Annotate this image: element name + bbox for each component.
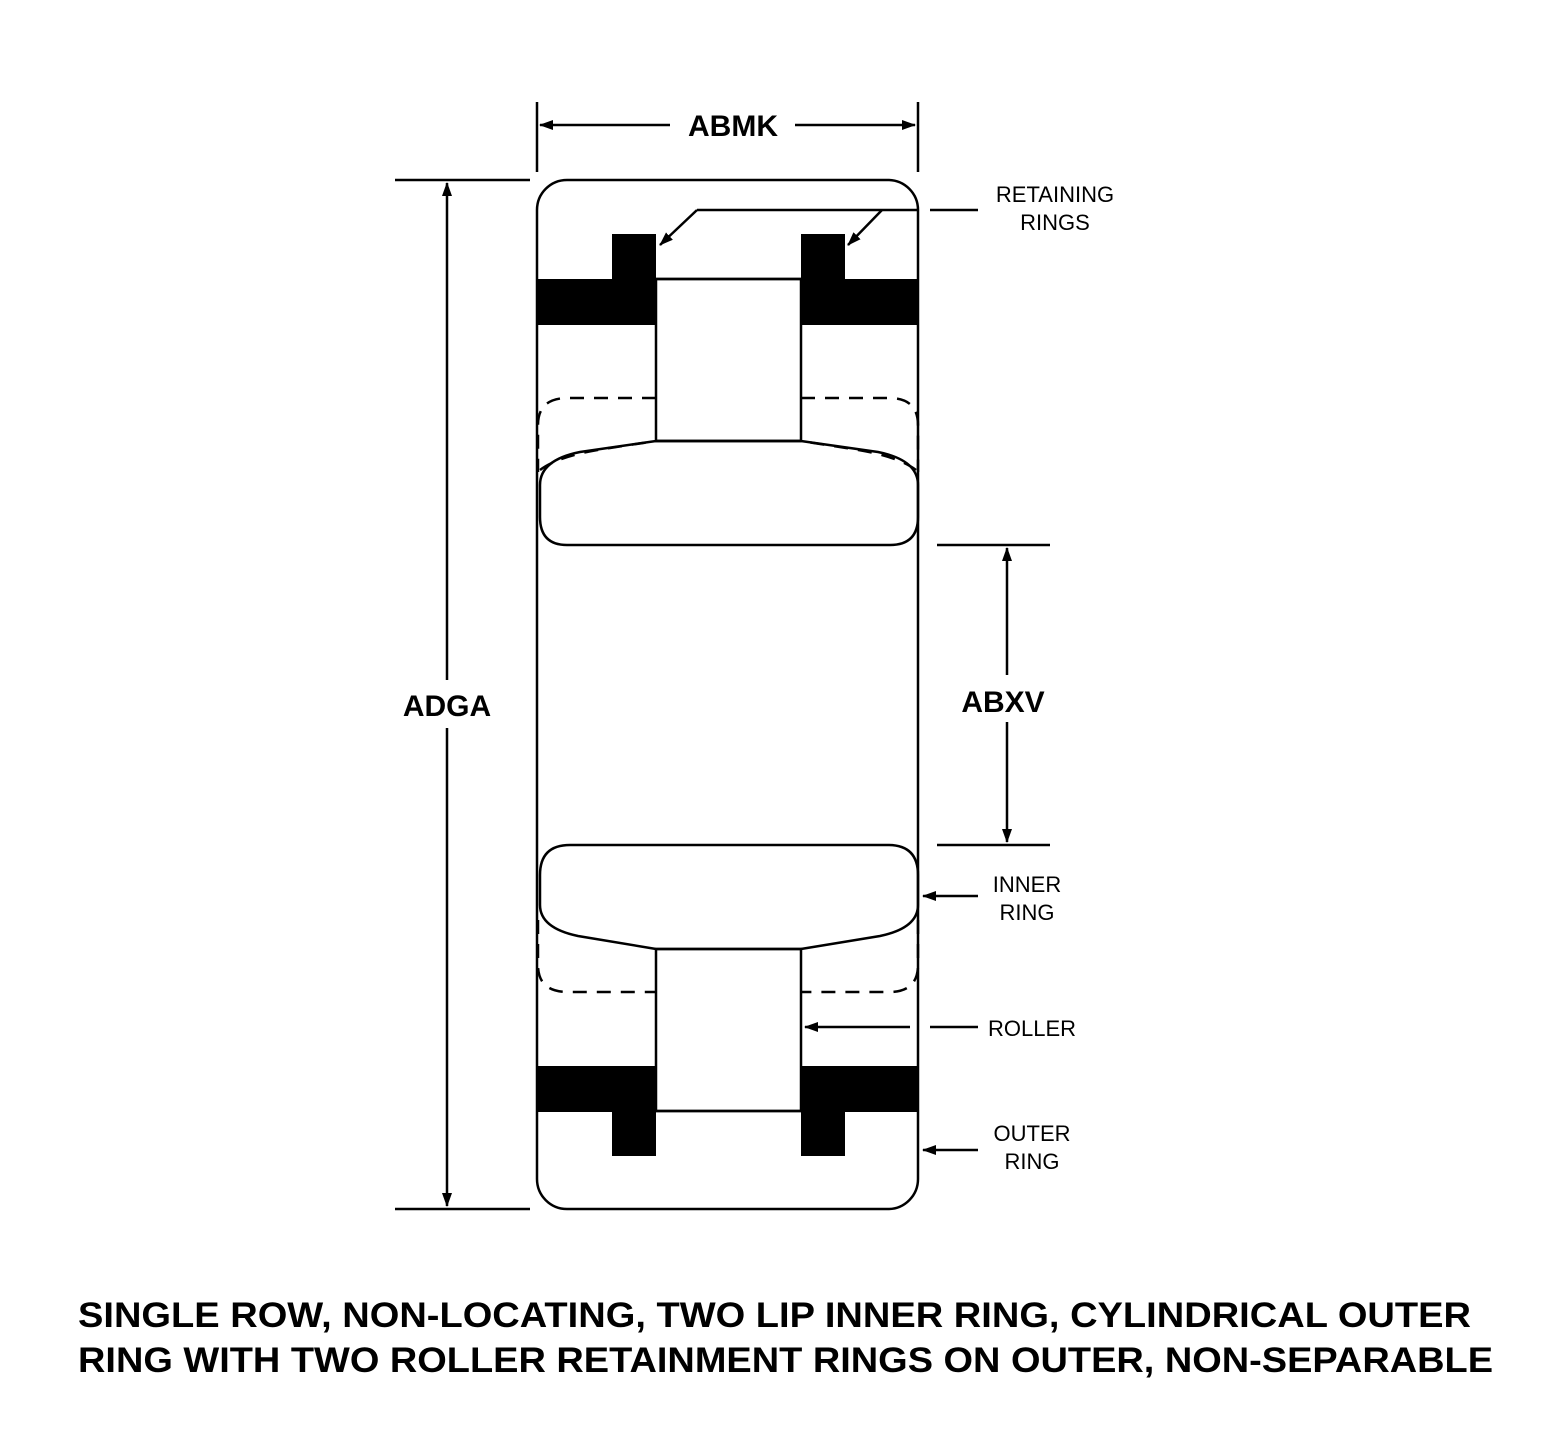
caption: SINGLE ROW, NON-LOCATING, TWO LIP INNER … <box>78 1296 1493 1380</box>
retaining-rings-callout: RETAINING RINGS <box>659 182 1114 246</box>
inner-ring-label-line2: RING <box>1000 900 1055 925</box>
outer-diameter-label: ADGA <box>403 690 491 723</box>
top-retaining-ring-right <box>801 234 918 325</box>
width-dimension: ABMK <box>535 102 920 172</box>
inner-ring-label-line1: INNER <box>993 872 1061 897</box>
bottom-roller <box>654 947 803 1113</box>
top-retaining-ring-left <box>538 234 656 325</box>
outer-ring-outline <box>535 178 920 1211</box>
bearing-section <box>535 178 920 1211</box>
outer-ring-label-line1: OUTER <box>994 1121 1071 1146</box>
bore-dimension-label: ABXV <box>961 686 1044 719</box>
outer-ring-label-line2: RING <box>1005 1149 1060 1174</box>
bottom-retaining-ring-left <box>538 1066 656 1156</box>
bottom-inner-ring <box>538 843 920 951</box>
roller-callout: ROLLER <box>804 1016 1076 1041</box>
outer-ring-callout: OUTER RING <box>922 1121 1071 1174</box>
caption-line-1: SINGLE ROW, NON-LOCATING, TWO LIP INNER … <box>78 1296 1471 1335</box>
roller-label: ROLLER <box>988 1016 1076 1041</box>
caption-line-2: RING WITH TWO ROLLER RETAINMENT RINGS ON… <box>78 1341 1493 1380</box>
outer-diameter-dimension: ADGA <box>395 178 530 1211</box>
top-inner-ring <box>538 439 920 547</box>
bore-dimension: ABXV <box>937 543 1050 847</box>
width-dimension-label: ABMK <box>688 110 778 143</box>
bottom-retaining-ring-right <box>801 1066 918 1156</box>
retaining-rings-label-line1: RETAINING <box>996 182 1114 207</box>
retaining-rings-label-line2: RINGS <box>1020 210 1090 235</box>
inner-ring-callout: INNER RING <box>922 872 1061 925</box>
top-roller <box>654 277 803 443</box>
